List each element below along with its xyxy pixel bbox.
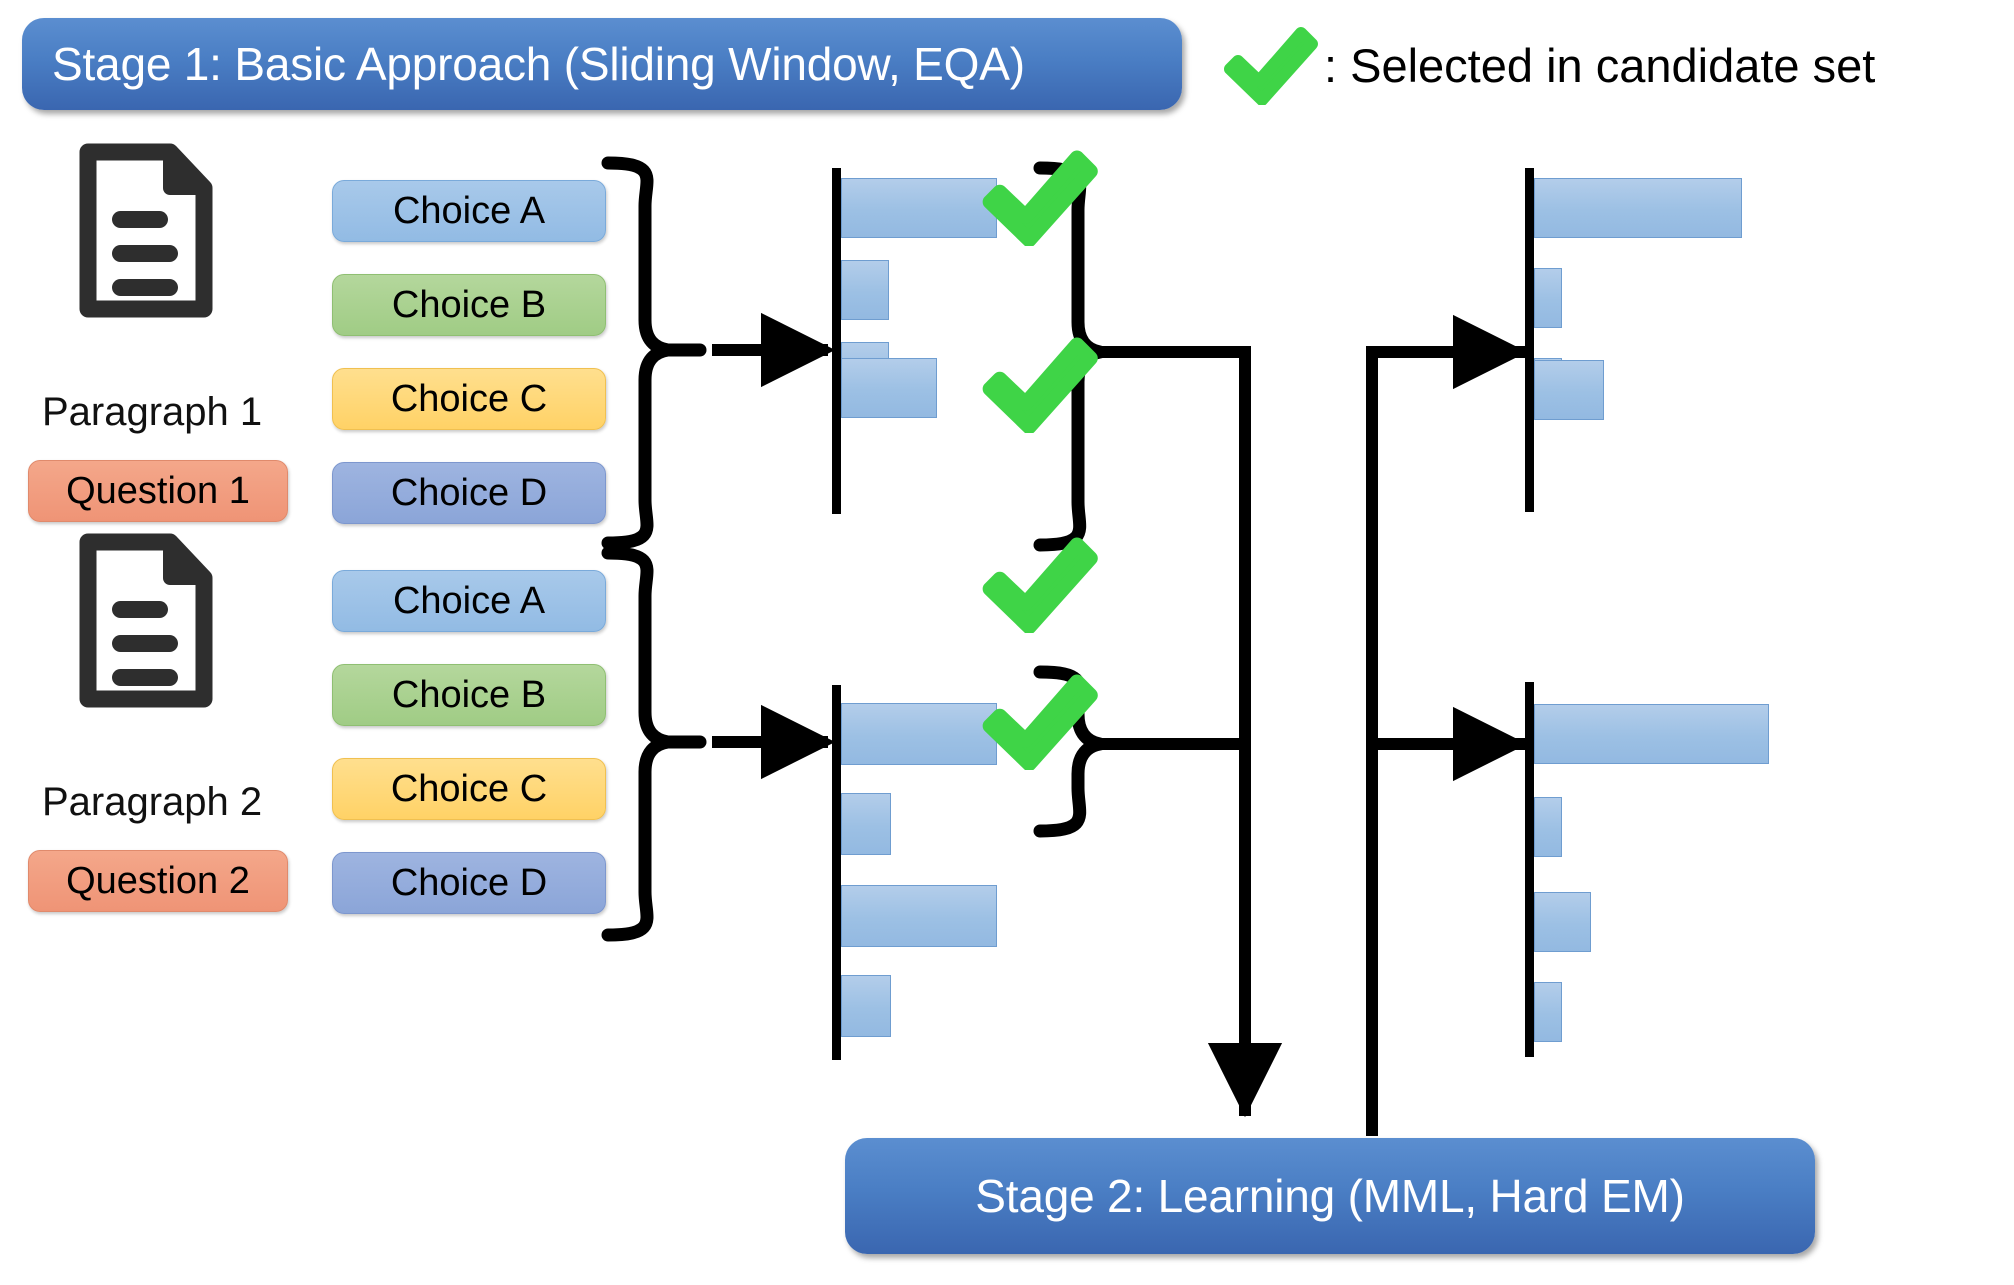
refined-score-chart-2	[1525, 682, 1945, 1057]
document-icon	[70, 528, 220, 718]
bar-choice-c	[841, 885, 997, 947]
document-icon	[70, 138, 220, 328]
chart-axis	[1525, 682, 1534, 1057]
bar-choice-b	[841, 260, 889, 320]
choice-label: Choice C	[390, 767, 548, 810]
bar-choice-b	[841, 793, 891, 855]
brace-choices-1	[601, 156, 707, 550]
bar-choice-a	[841, 703, 997, 765]
choice-pill-d-1[interactable]: Choice D	[332, 462, 606, 524]
chart-axis	[832, 414, 841, 514]
legend: : Selected in candidate set	[1222, 20, 1875, 110]
bar-choice-a	[841, 178, 997, 238]
question-label-2: Question 2	[66, 859, 250, 902]
choice-label: Choice C	[390, 377, 548, 420]
choice-pill-a-2[interactable]: Choice A	[332, 570, 606, 632]
bar-choice-b	[1534, 268, 1562, 328]
paragraph-label-2: Paragraph 2	[42, 780, 263, 824]
stage-1-label: Stage 1: Basic Approach (Sliding Window,…	[52, 38, 1025, 90]
bar-choice-a	[1534, 704, 1769, 764]
candidate-score-chart-1-lower	[832, 358, 1172, 514]
connector-stage2-to-refined-1	[1366, 314, 1528, 1136]
paragraph-label-1: Paragraph 1	[42, 390, 263, 434]
choice-pill-c-1[interactable]: Choice C	[332, 368, 606, 430]
bar-choice-d	[841, 975, 891, 1037]
refined-score-chart-1-lower	[1525, 360, 1945, 516]
candidate-score-chart-2	[832, 685, 1172, 1060]
question-pill-1: Question 1	[28, 460, 288, 522]
choice-label: Choice A	[392, 579, 546, 622]
bar-choice-d	[841, 358, 937, 418]
bar-choice-b	[1534, 797, 1562, 857]
choice-pill-d-2[interactable]: Choice D	[332, 852, 606, 914]
choice-pill-b-1[interactable]: Choice B	[332, 274, 606, 336]
bar-choice-d	[1534, 360, 1604, 420]
chart-axis	[1525, 456, 1534, 512]
bar-choice-a	[1534, 178, 1742, 238]
question-label-1: Question 1	[66, 469, 250, 512]
check-icon	[1222, 25, 1318, 105]
check-icon-selected-a-2	[980, 535, 1098, 638]
question-pill-2: Question 2	[28, 850, 288, 912]
chart-axis	[832, 168, 841, 414]
bar-choice-c	[1534, 892, 1591, 952]
bar-choice-d	[1534, 982, 1562, 1042]
choice-pill-b-2[interactable]: Choice B	[332, 664, 606, 726]
stage-2-banner: Stage 2: Learning (MML, Hard EM)	[845, 1138, 1815, 1254]
choice-label: Choice A	[392, 189, 546, 232]
brace-choices-2	[601, 546, 707, 942]
choice-pill-c-2[interactable]: Choice C	[332, 758, 606, 820]
chart-axis	[1525, 168, 1534, 456]
legend-label: : Selected in candidate set	[1324, 38, 1876, 92]
choice-label: Choice B	[391, 283, 547, 326]
choice-pill-a-1[interactable]: Choice A	[332, 180, 606, 242]
stage-1-banner: Stage 1: Basic Approach (Sliding Window,…	[22, 18, 1182, 110]
choice-label: Choice D	[390, 471, 548, 514]
stage-2-label: Stage 2: Learning (MML, Hard EM)	[975, 1170, 1685, 1222]
chart-axis	[832, 685, 841, 1060]
choice-label: Choice D	[390, 861, 548, 904]
choice-label: Choice B	[391, 673, 547, 716]
